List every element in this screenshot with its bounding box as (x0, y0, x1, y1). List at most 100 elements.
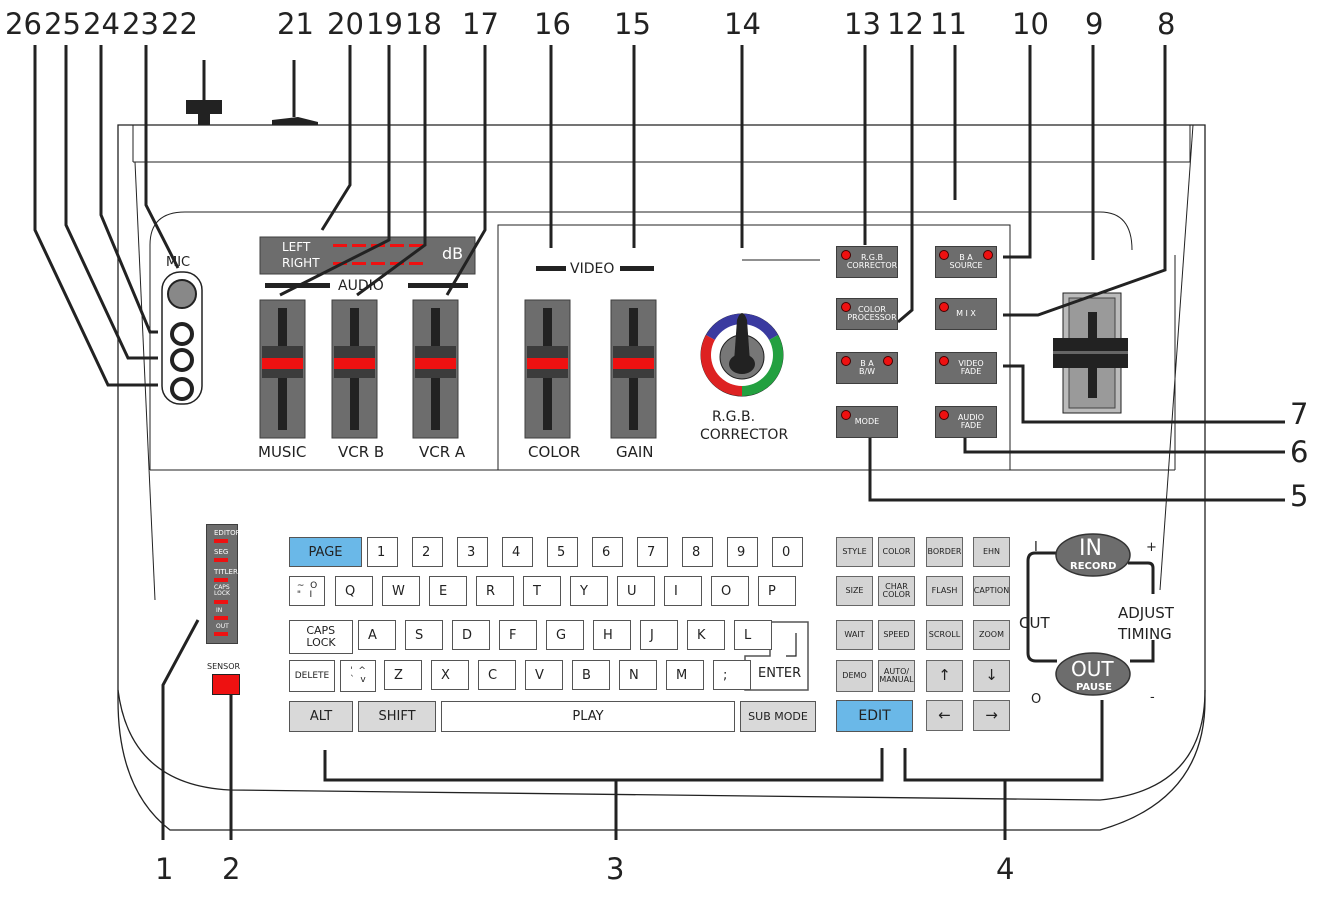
status-editor-led (214, 539, 228, 543)
letter-key-q-row-2[interactable]: E (429, 576, 467, 606)
in-record-button[interactable]: IN RECORD (1056, 534, 1130, 576)
letter-key-z-row-6[interactable]: M (666, 660, 704, 690)
quote-key[interactable]: ' ^ ` v (340, 660, 376, 692)
function-key-3-1[interactable]: AUTO/ MANUAL (878, 660, 915, 692)
number-key-8[interactable]: 9 (727, 537, 758, 567)
tilde-key[interactable]: ~ O " I (289, 576, 325, 606)
page-key[interactable]: PAGE (289, 537, 362, 567)
letter-key-z-row-5[interactable]: N (619, 660, 657, 690)
shift-key[interactable]: SHIFT (358, 701, 436, 732)
mode-led (841, 410, 851, 420)
arrow-right-key[interactable]: → (973, 700, 1010, 731)
letter-key-q-row-3[interactable]: R (476, 576, 514, 606)
letter-key-a-row-8[interactable]: L (734, 620, 772, 650)
letter-key-a-row-2[interactable]: D (452, 620, 490, 650)
meter-right-label: RIGHT (282, 256, 320, 270)
delete-key[interactable]: DELETE (289, 660, 335, 692)
letter-key-a-row-5[interactable]: H (593, 620, 631, 650)
callout-11: 11 (930, 7, 967, 41)
bw-led-a (883, 356, 893, 366)
letter-key-z-row-0[interactable]: Z (384, 660, 422, 690)
status-in-led (214, 616, 228, 620)
function-key-1-1[interactable]: CHAR COLOR (878, 576, 915, 606)
mic-jack (167, 279, 197, 309)
out-pause-button[interactable]: OUT PAUSE (1056, 653, 1130, 695)
letter-key-q-row-1[interactable]: W (382, 576, 420, 606)
letter-key-a-row-4[interactable]: G (546, 620, 584, 650)
edit-key[interactable]: EDIT (836, 700, 913, 732)
letter-key-a-row-1[interactable]: S (405, 620, 443, 650)
mark-minus: - (1150, 690, 1155, 705)
function-key-3-2[interactable]: ↑ (926, 660, 963, 692)
function-key-0-0[interactable]: STYLE (836, 537, 873, 567)
leader-3 (323, 748, 884, 782)
letter-key-a-row-3[interactable]: F (499, 620, 537, 650)
function-key-1-3[interactable]: CAPTION (973, 576, 1010, 606)
video-fade-button[interactable]: VIDEO FADE (935, 352, 997, 384)
jack-24 (170, 322, 194, 346)
letter-key-a-row-7[interactable]: K (687, 620, 725, 650)
function-key-1-2[interactable]: FLASH (926, 576, 963, 606)
jack-26 (170, 377, 194, 401)
callout-2: 2 (222, 852, 241, 886)
letter-key-a-row-6[interactable]: J (640, 620, 678, 650)
letter-key-q-row-5[interactable]: Y (570, 576, 608, 606)
number-key-1[interactable]: 2 (412, 537, 443, 567)
letter-key-z-row-4[interactable]: B (572, 660, 610, 690)
console-outline (117, 124, 1206, 831)
function-key-3-3[interactable]: ↓ (973, 660, 1010, 692)
sensor-window (212, 674, 240, 695)
letter-key-q-row-6[interactable]: U (617, 576, 655, 606)
callout-21: 21 (277, 7, 314, 41)
letter-key-a-row-0[interactable]: A (358, 620, 396, 650)
status-out-led (214, 632, 228, 636)
function-key-1-0[interactable]: SIZE (836, 576, 873, 606)
enter-key[interactable]: ENTER (758, 666, 802, 681)
function-key-2-2[interactable]: SCROLL (926, 620, 963, 650)
sub-mode-key[interactable]: SUB MODE (740, 701, 816, 732)
letter-key-q-row-9[interactable]: P (758, 576, 796, 606)
alt-key[interactable]: ALT (289, 701, 353, 732)
function-key-0-1[interactable]: COLOR (878, 537, 915, 567)
timing-label: TIMING (1118, 625, 1172, 643)
switch-21 (272, 117, 318, 125)
letter-key-q-row-7[interactable]: I (664, 576, 702, 606)
video-label: VIDEO (570, 261, 615, 277)
function-key-2-1[interactable]: SPEED (878, 620, 915, 650)
letter-key-q-row-0[interactable]: Q (335, 576, 373, 606)
letter-key-z-row-1[interactable]: X (431, 660, 469, 690)
caps-lock-key[interactable]: CAPS LOCK (289, 620, 353, 654)
number-key-3[interactable]: 4 (502, 537, 533, 567)
number-key-4[interactable]: 5 (547, 537, 578, 567)
arrow-left-key[interactable]: ← (926, 700, 963, 731)
function-key-3-0[interactable]: DEMO (836, 660, 873, 692)
number-key-2[interactable]: 3 (457, 537, 488, 567)
status-led-strip: EDITOR SEG TITLER CAPS LOCK IN OUT (206, 524, 241, 644)
letter-key-z-row-2[interactable]: C (478, 660, 516, 690)
status-out: OUT (216, 623, 229, 630)
callout-17: 17 (462, 7, 499, 41)
play-key[interactable]: PLAY (441, 701, 735, 732)
letter-key-q-row-4[interactable]: T (523, 576, 561, 606)
leader-1 (161, 619, 200, 840)
mix-button[interactable]: M I X (935, 298, 997, 330)
callout-22: 22 (161, 7, 198, 41)
function-key-0-3[interactable]: EHN (973, 537, 1010, 567)
rgb-joystick (700, 313, 784, 397)
number-key-5[interactable]: 6 (592, 537, 623, 567)
letter-key-z-row-3[interactable]: V (525, 660, 563, 690)
function-key-0-2[interactable]: BORDER (926, 537, 963, 567)
fader-vcr-a (412, 299, 459, 439)
number-key-6[interactable]: 7 (637, 537, 668, 567)
letter-key-z-row-7[interactable]: ; (713, 660, 751, 690)
status-editor: EDITOR (214, 529, 241, 537)
number-key-9[interactable]: 0 (772, 537, 803, 567)
function-key-2-3[interactable]: ZOOM (973, 620, 1010, 650)
function-key-2-0[interactable]: WAIT (836, 620, 873, 650)
letter-key-q-row-8[interactable]: O (711, 576, 749, 606)
video-bar-left (536, 266, 566, 271)
number-key-7[interactable]: 8 (682, 537, 713, 567)
callout-7: 7 (1290, 397, 1309, 431)
number-key-0[interactable]: 1 (367, 537, 398, 567)
